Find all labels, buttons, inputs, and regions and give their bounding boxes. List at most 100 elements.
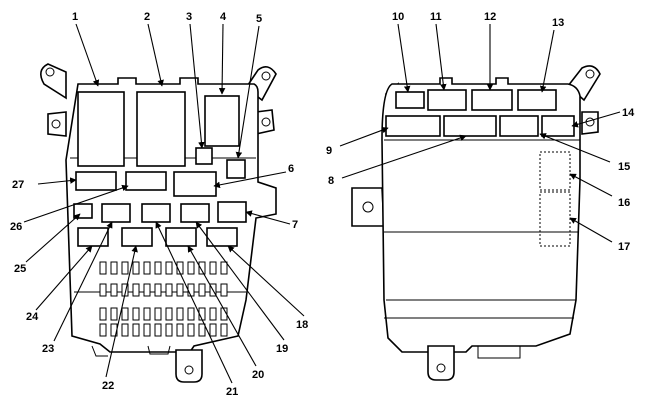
mini-fuse-slot xyxy=(132,261,140,275)
callout-20: 20 xyxy=(252,369,264,381)
mini-fuse-slot xyxy=(121,307,129,321)
mini-fuse-slot xyxy=(176,307,184,321)
front-view-fuse-box xyxy=(40,63,277,383)
mini-fuse-slot xyxy=(99,283,107,297)
connector-12 xyxy=(471,89,513,111)
callout-1: 1 xyxy=(72,11,78,23)
callout-15: 15 xyxy=(618,161,630,173)
mini-fuse-slot xyxy=(209,307,217,321)
mini-fuse-slot xyxy=(187,261,195,275)
mini-fuse-slot xyxy=(99,261,107,275)
mini-fuse-slot xyxy=(99,307,107,321)
mini-fuse-slot xyxy=(209,261,217,275)
callout-5: 5 xyxy=(256,13,262,25)
mini-fuse-slot xyxy=(110,261,118,275)
left-side-mount-tab xyxy=(47,111,67,137)
callout-23: 23 xyxy=(42,343,54,355)
connector-13 xyxy=(517,89,557,111)
relay-24 xyxy=(77,227,109,247)
mini-fuse-slot xyxy=(143,283,151,297)
connector-26 xyxy=(125,171,167,191)
mini-fuse-slot xyxy=(143,307,151,321)
callout-4: 4 xyxy=(220,11,227,23)
mini-fuse-slot xyxy=(154,307,162,321)
mini-fuse-slot xyxy=(176,283,184,297)
rear-view-fuse-box xyxy=(351,65,601,381)
connector-10 xyxy=(395,91,425,109)
relay-2 xyxy=(136,91,186,167)
relay-22 xyxy=(121,227,153,247)
mini-fuse-slot xyxy=(176,323,184,337)
mini-fuse-slot xyxy=(132,307,140,321)
connector-14 xyxy=(541,115,575,137)
connector-8 xyxy=(443,115,497,137)
callout-14: 14 xyxy=(622,107,635,119)
mini-fuse-slot xyxy=(209,323,217,337)
top-left-mount-tab xyxy=(40,63,67,100)
mini-fuse-slot xyxy=(165,307,173,321)
relay-3 xyxy=(195,147,213,165)
callout-8: 8 xyxy=(328,175,334,187)
relay-1 xyxy=(77,91,125,167)
callout-numbers: 1 2 3 4 5 6 7 18 19 20 21 22 23 24 25 26… xyxy=(10,11,635,398)
mini-fuse-slot xyxy=(165,261,173,275)
relay-7 xyxy=(217,201,247,223)
mini-fuse-slot xyxy=(187,323,195,337)
mini-fuse-slot xyxy=(132,283,140,297)
mini-fuse-slot xyxy=(187,283,195,297)
rear-box-housing xyxy=(381,77,581,353)
callout-26: 26 xyxy=(10,221,22,233)
callout-11: 11 xyxy=(430,11,442,23)
mini-fuse-slot xyxy=(110,307,118,321)
callout-10: 10 xyxy=(392,11,404,23)
callout-9: 9 xyxy=(326,145,332,157)
mini-fuse-slot xyxy=(220,283,228,297)
rear-left-side-tab xyxy=(351,187,385,227)
mini-fuse-slot xyxy=(165,283,173,297)
mini-fuse-slot xyxy=(99,323,107,337)
rear-bottom-tab xyxy=(427,345,455,381)
mini-fuse-slot xyxy=(110,283,118,297)
callout-19: 19 xyxy=(276,343,288,355)
callout-12: 12 xyxy=(484,11,496,23)
callout-24: 24 xyxy=(26,311,39,323)
callout-25: 25 xyxy=(14,263,26,275)
callout-6: 6 xyxy=(288,163,294,175)
mini-fuse-slot xyxy=(154,323,162,337)
callout-17: 17 xyxy=(618,241,630,253)
mini-fuse-slot xyxy=(220,261,228,275)
mini-fuse-slot xyxy=(187,307,195,321)
mini-fuse-slot xyxy=(121,323,129,337)
callout-27: 27 xyxy=(12,179,24,191)
callout-22: 22 xyxy=(102,380,114,392)
callout-13: 13 xyxy=(552,17,564,29)
callout-21: 21 xyxy=(226,386,238,398)
mini-fuse-slot xyxy=(198,283,206,297)
connector-6 xyxy=(173,171,217,197)
mini-fuse-slot xyxy=(132,323,140,337)
callout-3: 3 xyxy=(186,11,192,23)
connector-27 xyxy=(75,171,117,191)
connector-11 xyxy=(427,89,467,111)
relay-20 xyxy=(165,227,197,247)
mini-fuse-slot xyxy=(143,323,151,337)
mini-fuse-slot xyxy=(165,323,173,337)
relay-21 xyxy=(141,203,171,223)
connector-15 xyxy=(499,115,539,137)
mini-fuse-slot xyxy=(143,261,151,275)
relay-23 xyxy=(101,203,131,223)
callout-16: 16 xyxy=(618,197,630,209)
callout-18: 18 xyxy=(296,319,308,331)
callout-2: 2 xyxy=(144,11,150,23)
mini-fuse-slot xyxy=(198,261,206,275)
connector-9 xyxy=(385,115,441,137)
mini-fuse-grid xyxy=(99,261,228,337)
leader-lines xyxy=(23,23,621,384)
relay-5 xyxy=(226,159,246,179)
mini-fuse-slot xyxy=(198,323,206,337)
mini-fuse-slot xyxy=(121,261,129,275)
relay-19 xyxy=(180,203,210,223)
mini-fuse-slot xyxy=(220,323,228,337)
callout-7: 7 xyxy=(292,219,298,231)
